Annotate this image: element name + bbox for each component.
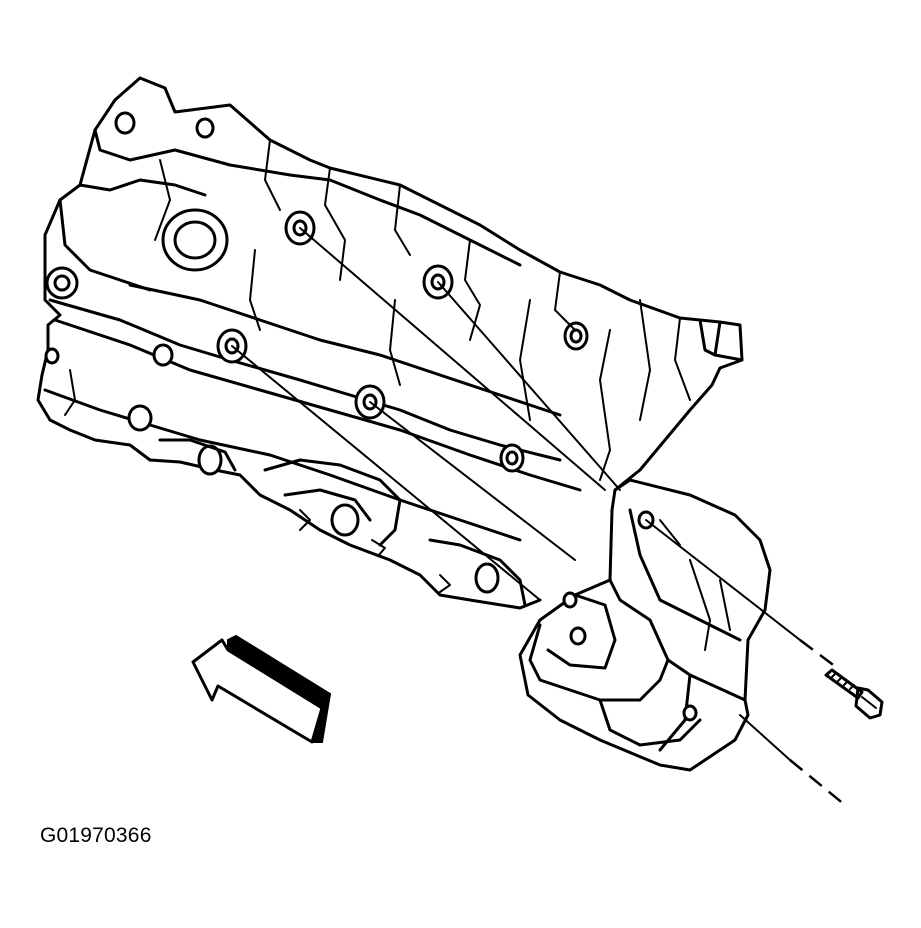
mount-bracket-icon [518, 478, 772, 772]
direction-arrow-icon [191, 634, 332, 744]
figure-code: G01970366 [40, 824, 152, 847]
alignment-lines [231, 227, 846, 806]
engine-block-icon [36, 76, 744, 610]
bolt-icon [824, 668, 884, 720]
